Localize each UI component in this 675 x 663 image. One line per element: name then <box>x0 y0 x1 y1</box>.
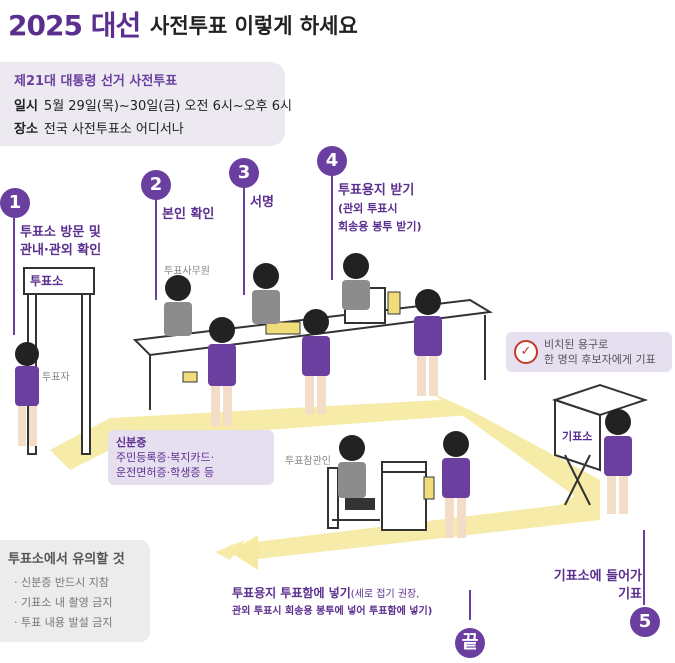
step1-label-line1: 투표소 방문 및 <box>20 225 101 240</box>
id-card <box>182 371 198 383</box>
ballot-paper <box>387 291 401 315</box>
info-place: 장소 전국 사전투표소 어디서나 <box>14 118 184 137</box>
step1-label-line2: 관내·관외 확인 <box>20 243 102 258</box>
id-tooltip-line2: 운전면허증·학생증 등 <box>116 466 215 479</box>
voting-booth <box>551 383 649 506</box>
observer-chair <box>327 467 380 529</box>
final-step-label: 투표용지 투표함에 넣기(세로 접기 권장, 관외 투표시 회송용 봉투에 넣어… <box>232 585 432 620</box>
page-title: 사전투표 이렇게 하세요 <box>150 14 358 38</box>
info-title: 제21대 대통령 선거 사전투표 <box>14 74 178 89</box>
voter-at-ballot <box>414 289 442 396</box>
ballot-in-hand <box>423 476 435 500</box>
stamp-icon: ✓ <box>514 340 538 364</box>
poll-sign: 투표소 <box>30 274 64 288</box>
observer-label: 투표참관인 <box>285 456 331 467</box>
observer-person <box>338 435 375 510</box>
id-tooltip: 신분증 주민등록증·복지카드· 운전면허증·학생증 등 <box>108 430 274 485</box>
voter-at-sign <box>302 309 330 414</box>
flow-path <box>50 392 600 560</box>
voter-in-booth <box>604 409 632 514</box>
ballot-box <box>381 461 427 531</box>
step5-label: 기표소에 들어가 기표 <box>548 568 642 604</box>
step1-badge: 1 <box>0 188 30 218</box>
final-step-note1: (세로 접기 권장, <box>350 589 420 600</box>
info-place-label: 장소 <box>14 122 38 137</box>
booth-sign: 기표소 <box>562 430 593 443</box>
staff-figures <box>164 253 375 510</box>
step4-label: 투표용지 받기 (관외 투표시 회송용 봉투 받기) <box>338 182 422 236</box>
step4-sub-line1: (관외 투표시 <box>338 202 398 215</box>
step5-label-line2: 기표 <box>618 587 642 602</box>
note-item: · 투표 내용 발설 금지 <box>14 616 113 629</box>
final-step-main: 투표용지 투표함에 넣기 <box>232 586 351 600</box>
step5-label-line1: 기표소에 들어가 <box>553 569 642 584</box>
step4-label-main: 투표용지 받기 <box>338 183 415 198</box>
voter-at-entrance <box>15 342 39 446</box>
stamp-tooltip: ✓ 비치된 용구로 한 명의 후보자에게 기표 <box>506 332 672 372</box>
stamp-tooltip-line1: 비치된 용구로 <box>544 338 609 351</box>
step5-badge: 5 <box>630 607 660 637</box>
voter-at-id-check <box>208 317 236 426</box>
step4-badge: 4 <box>317 146 347 176</box>
note-item: · 기표소 내 촬영 금지 <box>14 596 113 609</box>
step3-badge: 3 <box>229 158 259 188</box>
step1-label: 투표소 방문 및 관내·관외 확인 <box>20 224 101 260</box>
step2-label: 본인 확인 <box>162 207 215 222</box>
end-badge: 끝 <box>455 628 485 658</box>
info-box <box>0 62 285 146</box>
step3-label: 서명 <box>250 195 274 210</box>
note-item: · 신분증 반드시 지참 <box>14 576 109 589</box>
stamp-tooltip-line2: 한 명의 후보자에게 기표 <box>544 353 656 366</box>
notes-title: 투표소에서 유의할 것 <box>8 552 125 567</box>
id-tooltip-line1: 주민등록증·복지카드· <box>116 451 215 464</box>
header-year: 2025 대선 <box>8 9 142 42</box>
info-date-value: 5월 29일(목)~30일(금) 오전 6시~오후 6시 <box>43 99 292 114</box>
header-title-word: 대선 <box>90 9 142 42</box>
clerk-ballot <box>342 253 370 310</box>
id-tooltip-title: 신분증 <box>116 436 147 449</box>
voter-at-ballot-box <box>442 431 470 538</box>
signature-pad <box>265 321 301 335</box>
clerk-sign <box>252 263 280 324</box>
clerk-label: 투표사무원 <box>164 266 210 277</box>
voter-figures <box>15 289 632 538</box>
clerk-id <box>164 275 192 336</box>
notes-box <box>0 540 150 642</box>
step2-badge: 2 <box>141 170 171 200</box>
voter-label: 투표자 <box>42 372 70 383</box>
info-date: 일시 5월 29일(목)~30일(금) 오전 6시~오후 6시 <box>14 95 292 114</box>
info-date-label: 일시 <box>14 99 38 114</box>
info-place-value: 전국 사전투표소 어디서나 <box>43 122 184 137</box>
flow-arrow-head <box>230 535 258 570</box>
step4-sub-line2: 회송용 봉투 받기) <box>338 220 422 233</box>
final-step-line2: 관외 투표시 회송용 봉투에 넣어 투표함에 넣기) <box>232 606 433 617</box>
